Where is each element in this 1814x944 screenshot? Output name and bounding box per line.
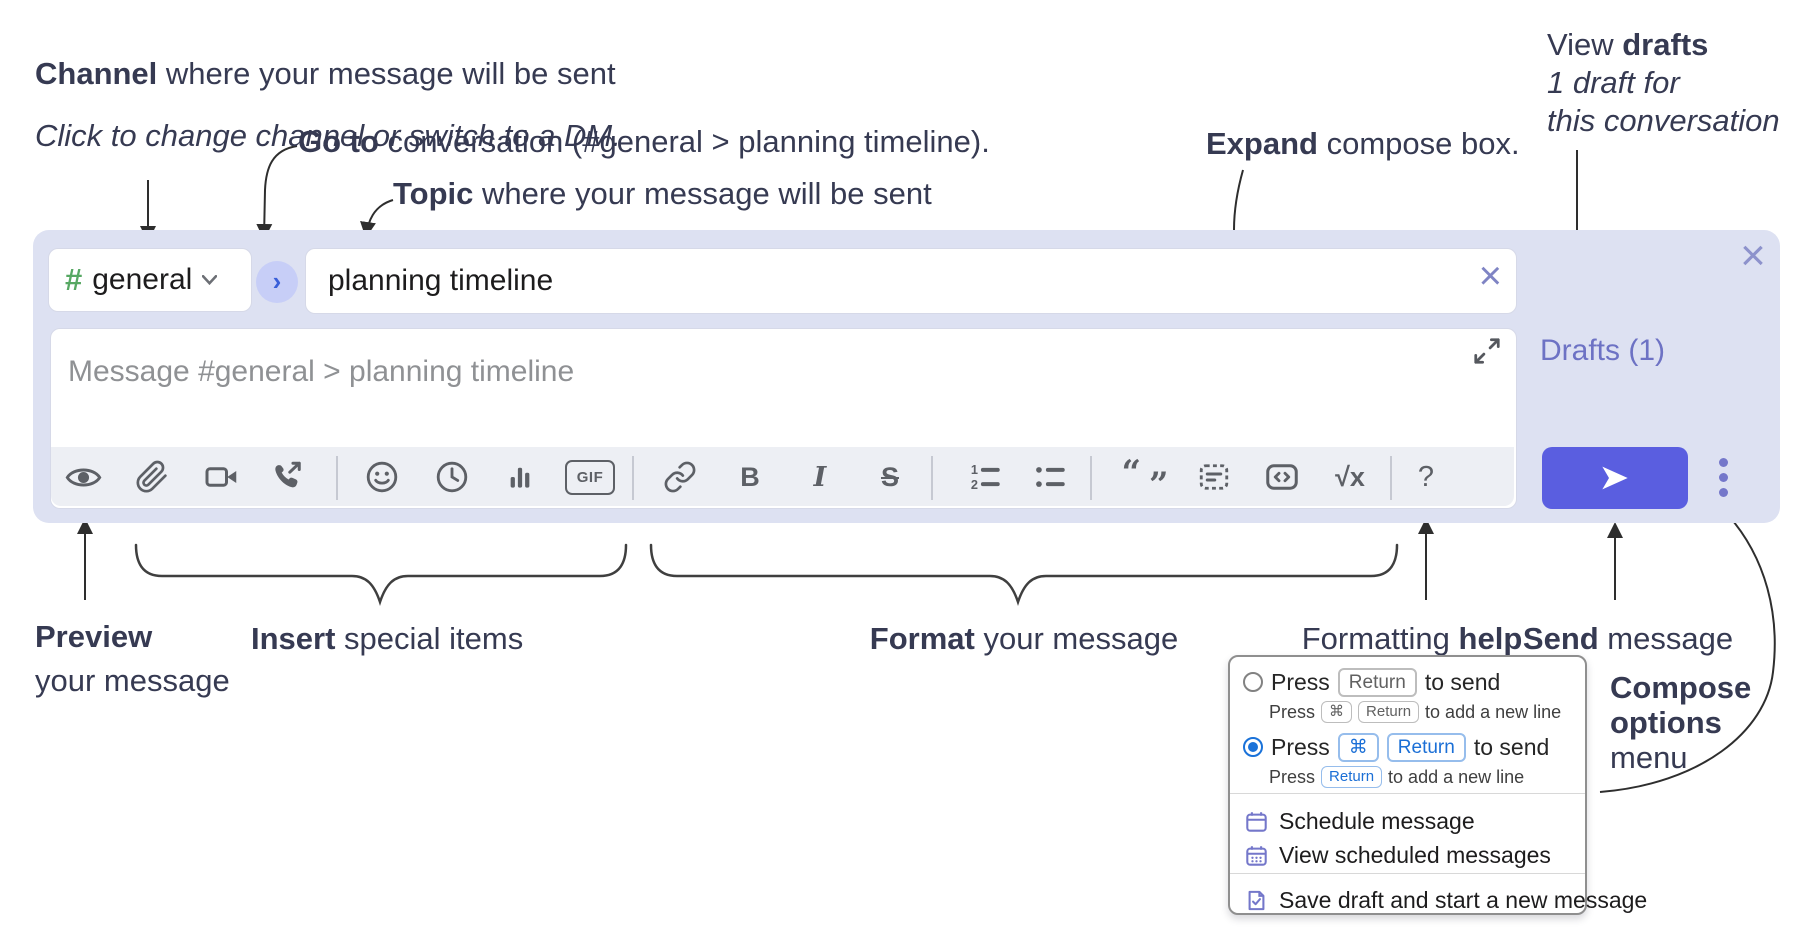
gif-icon: GIF <box>565 459 615 495</box>
strikethrough-button[interactable]: S <box>864 451 916 503</box>
return-key: Return <box>1386 732 1466 762</box>
question-mark-icon: ? <box>1417 460 1435 493</box>
clock-button[interactable] <box>426 451 478 503</box>
cmd-key: ⌘ <box>1337 732 1379 762</box>
gif-button[interactable]: GIF <box>564 451 616 503</box>
calendar-dots-icon <box>1246 845 1267 866</box>
menu-item-save-draft[interactable]: Save draft and start a new message <box>1245 883 1647 917</box>
emoji-button[interactable] <box>356 451 408 503</box>
sqrt-icon: √x <box>1335 461 1365 492</box>
topic-clear-icon[interactable]: × <box>1478 254 1502 298</box>
toolbar-divider <box>931 456 933 500</box>
send-option-return-sub: Press ⌘ Return to add a new line <box>1269 701 1562 723</box>
preview-eye-button[interactable] <box>57 451 109 503</box>
toolbar-divider <box>336 456 338 500</box>
formula-button[interactable]: √x <box>1324 451 1376 503</box>
goto-pointer-line <box>256 145 298 240</box>
topic-annotation: Topic where your message will be sent <box>393 176 932 211</box>
toolbar-divider <box>1390 456 1392 500</box>
svg-text:2: 2 <box>971 477 978 492</box>
compose-toolbar <box>51 447 1514 506</box>
bulleted-list-button[interactable] <box>1024 451 1076 503</box>
channel-annotation: Channel where your message will be sent … <box>35 54 621 156</box>
toolbar-divider <box>1090 456 1092 500</box>
view-drafts-annotation: View drafts 1 draft for this conversatio… <box>1547 27 1780 138</box>
topic-input-wrap: × <box>305 248 1517 314</box>
code-block-button[interactable] <box>1188 451 1240 503</box>
drafts-link[interactable]: Drafts (1) <box>1540 334 1666 367</box>
compose-options-menu: Press Return to send Press ⌘ Return to a… <box>1228 655 1647 915</box>
insert-brace <box>134 543 628 606</box>
close-icon[interactable]: × <box>1740 231 1766 280</box>
return-key: Return <box>1321 766 1383 788</box>
return-key: Return <box>1337 667 1417 697</box>
link-button[interactable] <box>654 451 706 503</box>
formatting-help-button[interactable]: ? <box>1400 451 1452 503</box>
dot-icon <box>1718 472 1728 482</box>
italic-icon: I <box>813 461 827 493</box>
blockquote-button[interactable]: “ ” <box>1121 453 1169 505</box>
send-button[interactable] <box>1542 447 1688 509</box>
dot-icon <box>1718 487 1728 497</box>
cmd-key: ⌘ <box>1321 701 1353 723</box>
channel-hash-icon: # <box>65 262 83 297</box>
channel-annotation-rest: where your message will be sent <box>157 56 616 91</box>
insert-label: Insert special items <box>251 621 524 656</box>
menu-item-view-scheduled[interactable]: View scheduled messages <box>1245 838 1551 872</box>
menu-item-schedule[interactable]: Schedule message <box>1245 804 1475 838</box>
compose-options-button[interactable] <box>1701 449 1745 505</box>
compose-options-label: Compose options menu <box>1610 670 1752 775</box>
goto-annotation: Go to conversation (#general > planning … <box>298 124 990 159</box>
send-option-return[interactable]: Press Return to send <box>1243 667 1500 697</box>
strikethrough-icon: S <box>880 461 899 492</box>
formatting-help-label: Formatting help <box>1301 621 1523 656</box>
attach-paperclip-button[interactable] <box>126 451 178 503</box>
channel-annotation-bold: Channel <box>35 56 158 91</box>
expand-annotation: Expand compose box. <box>1206 126 1520 161</box>
menu-divider <box>1230 793 1585 794</box>
poll-bar-chart-button[interactable] <box>494 451 546 503</box>
draft-check-icon <box>1248 890 1265 910</box>
bold-icon: B <box>740 461 760 492</box>
code-button[interactable] <box>1256 451 1308 503</box>
calendar-icon <box>1246 811 1267 832</box>
send-message-label: Send message <box>1522 621 1734 656</box>
video-button[interactable] <box>196 451 248 503</box>
send-plane-icon <box>1602 466 1628 490</box>
expand-compose-icon[interactable] <box>1472 336 1506 370</box>
send-option-cmd-return[interactable]: Press ⌘ Return to send <box>1243 732 1549 762</box>
radio-selected-icon[interactable] <box>1243 737 1263 757</box>
channel-selector-button[interactable]: # general <box>48 248 252 312</box>
channel-annotation-line2: Click to change channel or switch to a D… <box>35 118 621 153</box>
return-key: Return <box>1358 701 1420 723</box>
send-option-cmd-return-sub: Press Return to add a new line <box>1269 766 1525 788</box>
chevron-right-icon: › <box>272 265 282 296</box>
goto-conversation-button[interactable]: › <box>256 261 298 303</box>
bold-button[interactable]: B <box>724 451 776 503</box>
format-brace <box>649 543 1399 606</box>
preview-label: Preview your message <box>35 619 230 698</box>
message-placeholder: Message #general > planning timeline <box>68 355 575 388</box>
toolbar-divider <box>632 456 634 500</box>
format-label: Format your message <box>869 621 1179 656</box>
channel-name: general <box>92 263 193 296</box>
menu-divider <box>1230 873 1585 874</box>
topic-input[interactable] <box>306 249 1516 313</box>
call-phone-button[interactable] <box>262 451 314 503</box>
svg-text:1: 1 <box>971 462 978 477</box>
chevron-down-icon <box>202 275 218 285</box>
italic-button[interactable]: I <box>794 451 846 503</box>
radio-unselected-icon[interactable] <box>1243 672 1263 692</box>
dot-icon <box>1718 457 1728 467</box>
